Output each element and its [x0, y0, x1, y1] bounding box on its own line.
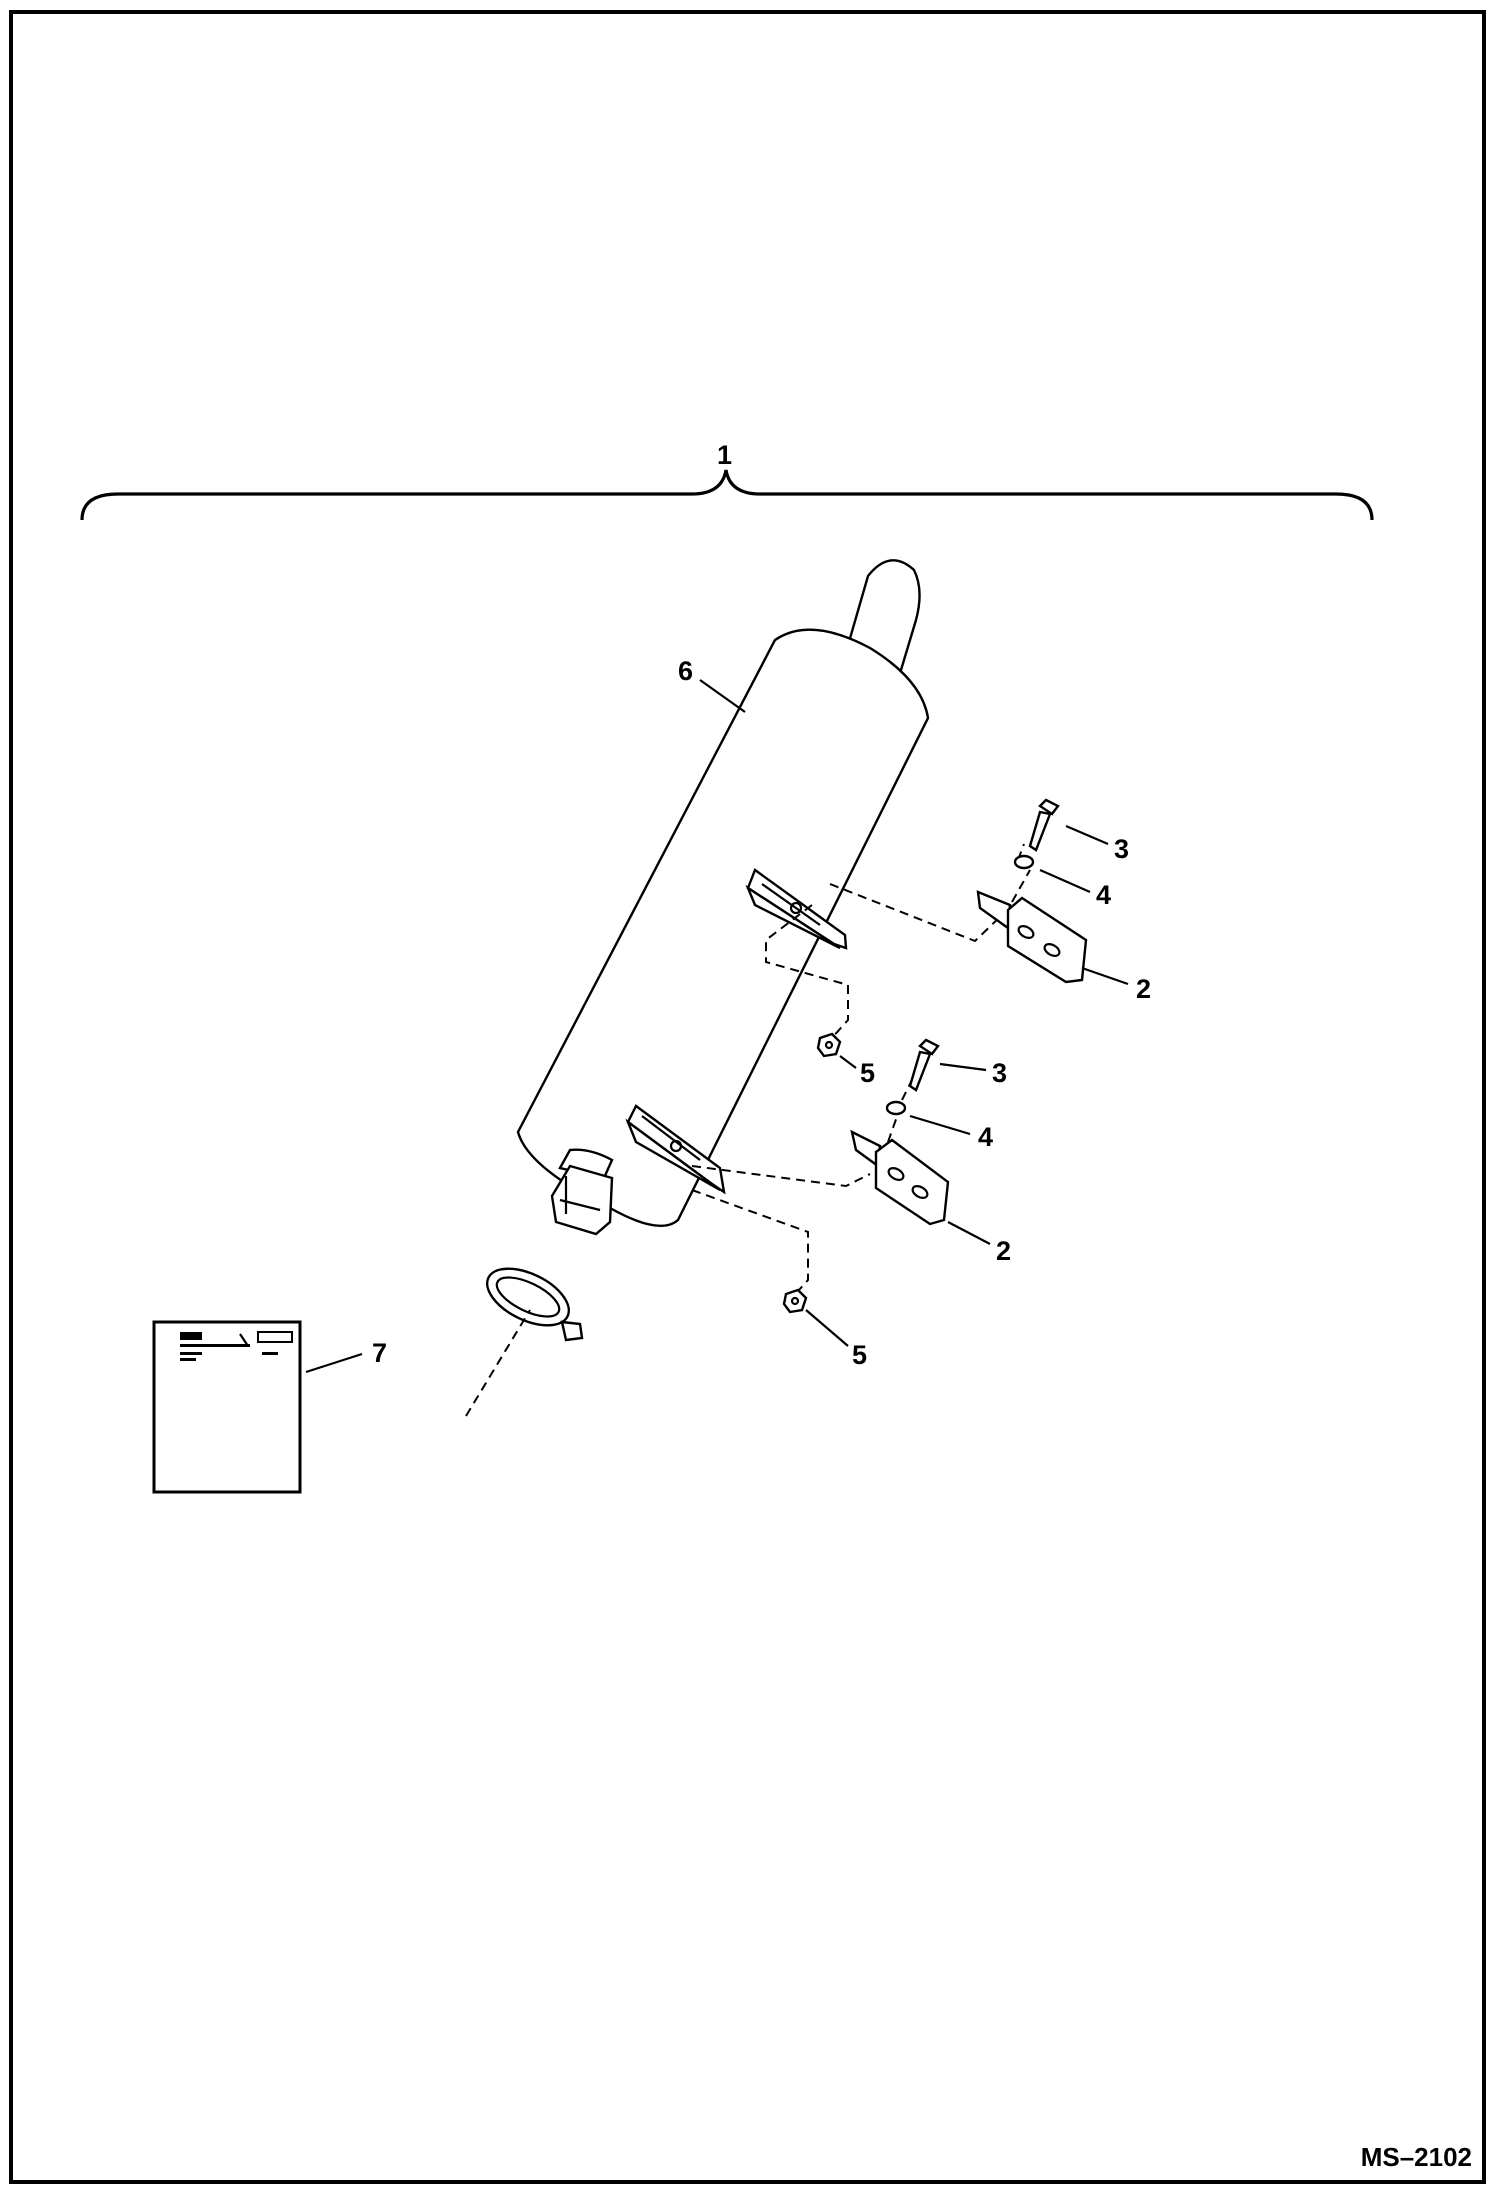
callout-6: 6 — [678, 656, 693, 686]
callout-2-upper: 2 — [1136, 974, 1151, 1004]
nut-lower — [782, 1288, 808, 1314]
callout-3-upper: 3 — [1114, 834, 1129, 864]
bolt-upper — [1028, 798, 1060, 852]
washer-upper — [1013, 854, 1035, 870]
callout-5-upper: 5 — [860, 1058, 875, 1088]
leader-lines — [305, 679, 1129, 1374]
muffler-body — [516, 628, 930, 1227]
exhaust-clamp — [485, 1267, 584, 1342]
bracket-upper — [976, 890, 1088, 984]
instruction-sheet — [152, 1320, 302, 1494]
callout-7: 7 — [372, 1338, 387, 1368]
callout-2-lower: 2 — [996, 1236, 1011, 1266]
callout-1: 1 — [717, 440, 732, 470]
washer-lower — [885, 1100, 907, 1116]
muffler-mount-tab-lower — [625, 1104, 726, 1195]
callout-4-upper: 4 — [1096, 880, 1111, 910]
callout-3-lower: 3 — [992, 1058, 1007, 1088]
bracket-lower — [850, 1129, 950, 1226]
page-border — [9, 10, 1486, 2184]
nut-upper — [816, 1032, 842, 1058]
callout-5-lower: 5 — [852, 1340, 867, 1370]
drawing-code: MS–2102 — [1361, 2142, 1472, 2172]
callout-4-lower: 4 — [978, 1122, 993, 1152]
muffler-inlet-pipe — [550, 1148, 614, 1236]
bolt-lower — [908, 1038, 940, 1092]
assembly-brace — [80, 469, 1374, 521]
